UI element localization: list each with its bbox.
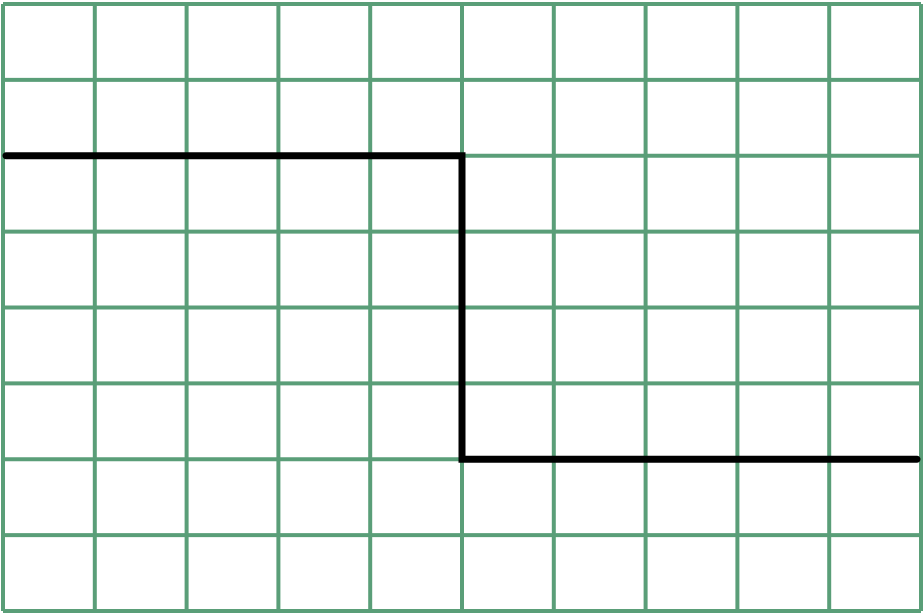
step-path [2, 152, 921, 463]
